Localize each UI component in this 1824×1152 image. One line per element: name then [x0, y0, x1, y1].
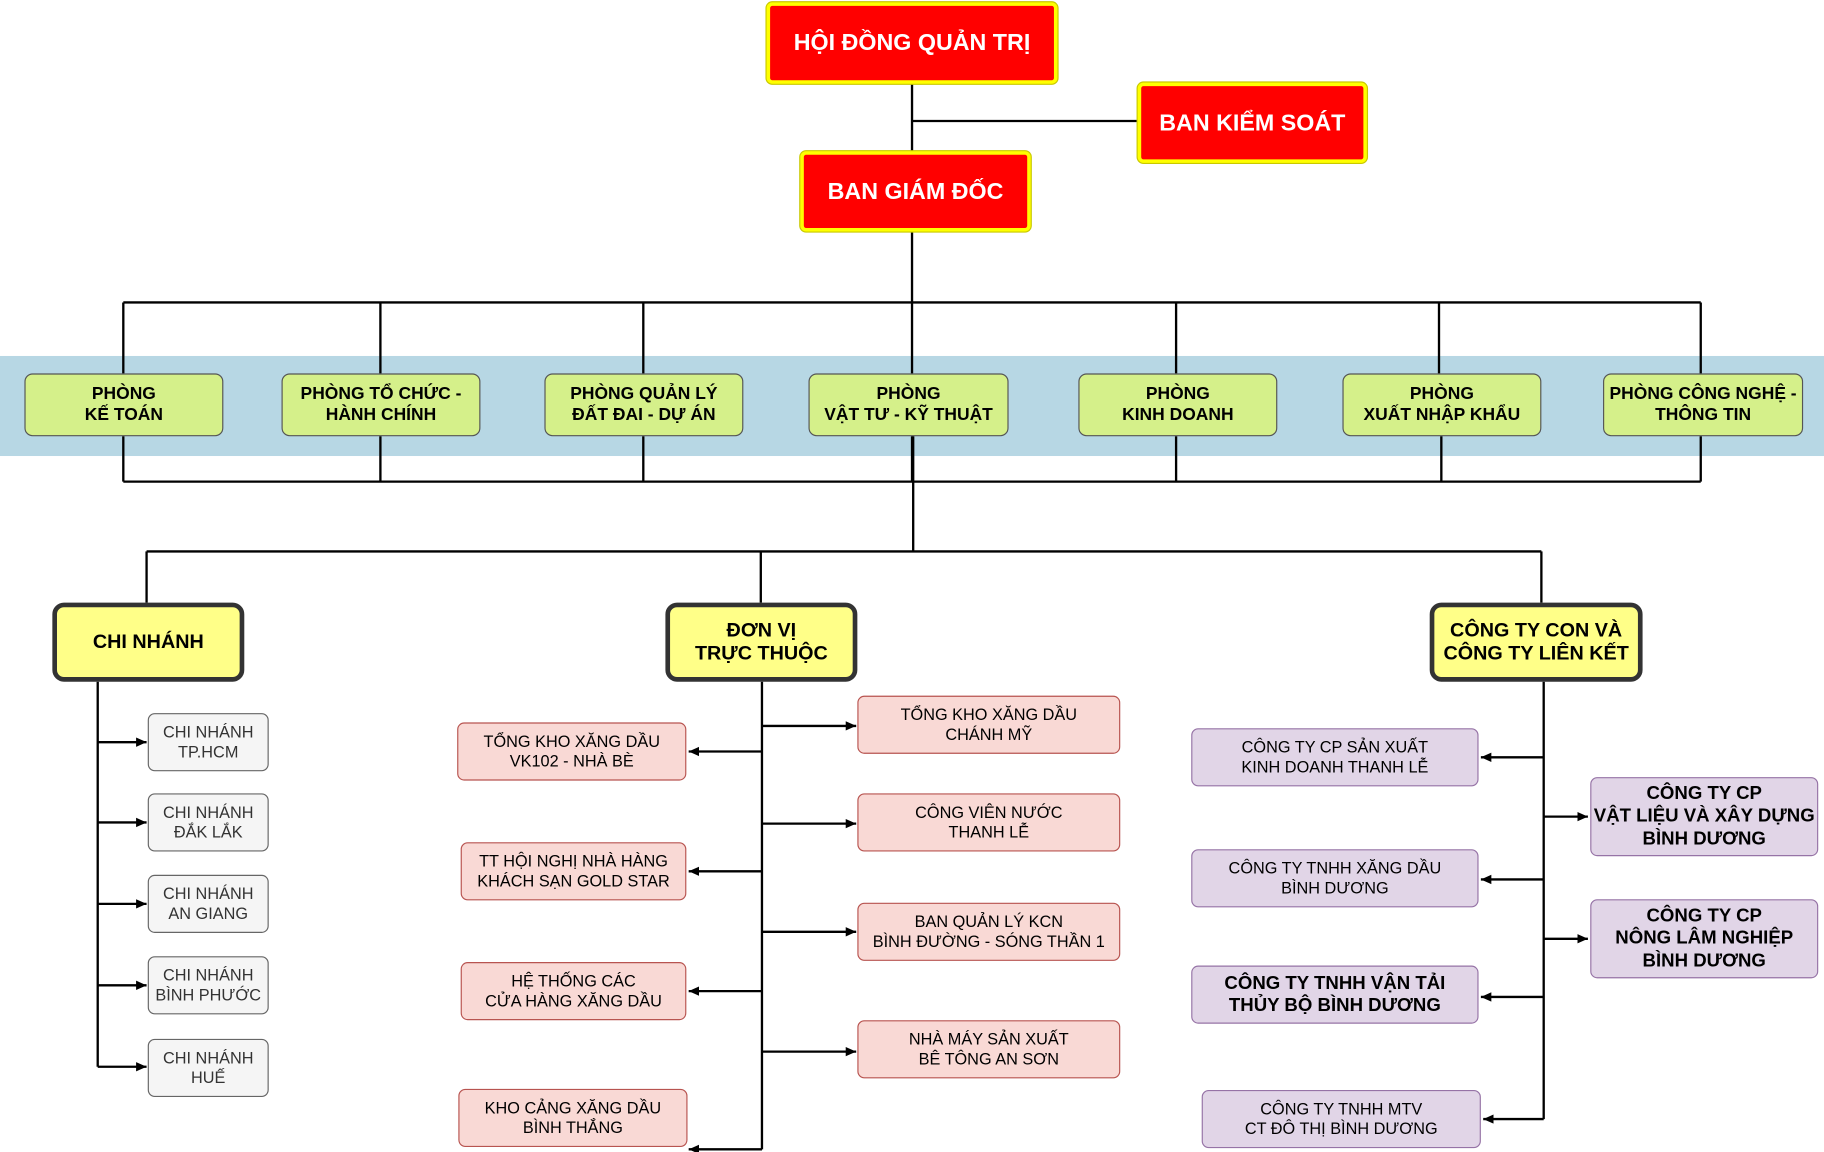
company-agro-forestry: CÔNG TY CP NÔNG LÂM NGHIỆP BÌNH DƯƠNG — [1590, 899, 1819, 979]
company-petrol: CÔNG TY TNHH XĂNG DẦU BÌNH DƯƠNG — [1191, 849, 1479, 908]
dept-admin: PHÒNG TỔ CHỨC - HÀNH CHÍNH — [281, 373, 481, 437]
branch-binhphuoc: CHI NHÁNH BÌNH PHƯỚC — [147, 956, 269, 1015]
group-units: ĐƠN VỊ TRỰC THUỘC — [665, 602, 858, 682]
directors-node: BAN GIÁM ĐỐC — [800, 151, 1031, 232]
unit-gold-star: TT HỘI NGHỊ NHÀ HÀNG KHÁCH SẠN GOLD STAR — [460, 842, 687, 901]
branch-hcm: CHI NHÁNH TP.HCM — [147, 713, 269, 772]
dept-land-projects: PHÒNG QUẢN LÝ ĐẤT ĐAI - DỰ ÁN — [544, 373, 744, 437]
group-branches: CHI NHÁNH — [52, 602, 245, 682]
branch-angiang: CHI NHÁNH AN GIANG — [147, 874, 269, 933]
dept-it: PHÒNG CÔNG NGHỆ - THÔNG TIN — [1603, 373, 1804, 437]
branch-hue: CHI NHÁNH HUẾ — [147, 1038, 269, 1097]
branch-daklak: CHI NHÁNH ĐẮK LẮK — [147, 793, 269, 852]
board-node: HỘI ĐỒNG QUẢN TRỊ — [766, 2, 1058, 84]
supervisory-node: BAN KIỂM SOÁT — [1137, 82, 1367, 163]
dept-materials-tech: PHÒNG VẬT TƯ - KỸ THUẬT — [808, 373, 1009, 437]
dept-import-export: PHÒNG XUẤT NHẬP KHẨU — [1342, 373, 1542, 437]
company-urban: CÔNG TY TNHH MTV CT ĐÔ THỊ BÌNH DƯƠNG — [1201, 1090, 1481, 1149]
unit-chanh-my: TỔNG KHO XĂNG DẦU CHÁNH MỸ — [857, 695, 1121, 754]
unit-industrial-zone: BAN QUẢN LÝ KCN BÌNH ĐƯỜNG - SÓNG THẦN 1 — [857, 902, 1121, 961]
dept-business: PHÒNG KINH DOANH — [1078, 373, 1278, 437]
company-thanh-le: CÔNG TY CP SẢN XUẤT KINH DOANH THANH LỄ — [1191, 728, 1479, 787]
dept-accounting: PHÒNG KẾ TOÁN — [24, 373, 224, 437]
company-transport: CÔNG TY TNHH VẬN TẢI THỦY BỘ BÌNH DƯƠNG — [1191, 965, 1479, 1024]
unit-gas-stations: HỆ THỐNG CÁC CỬA HÀNG XĂNG DẦU — [460, 962, 687, 1021]
unit-water-park: CÔNG VIÊN NƯỚC THANH LỄ — [857, 793, 1121, 852]
unit-concrete-plant: NHÀ MÁY SẢN XUẤT BÊ TÔNG AN SƠN — [857, 1020, 1121, 1079]
unit-binh-thang-port: KHO CẢNG XĂNG DẦU BÌNH THẮNG — [458, 1088, 688, 1148]
unit-vk102: TỔNG KHO XĂNG DẦU VK102 - NHÀ BÈ — [457, 722, 687, 781]
company-construction: CÔNG TY CP VẬT LIỆU VÀ XÂY DỰNG BÌNH DƯƠ… — [1590, 777, 1819, 857]
group-companies: CÔNG TY CON VÀ CÔNG TY LIÊN KẾT — [1429, 602, 1643, 682]
